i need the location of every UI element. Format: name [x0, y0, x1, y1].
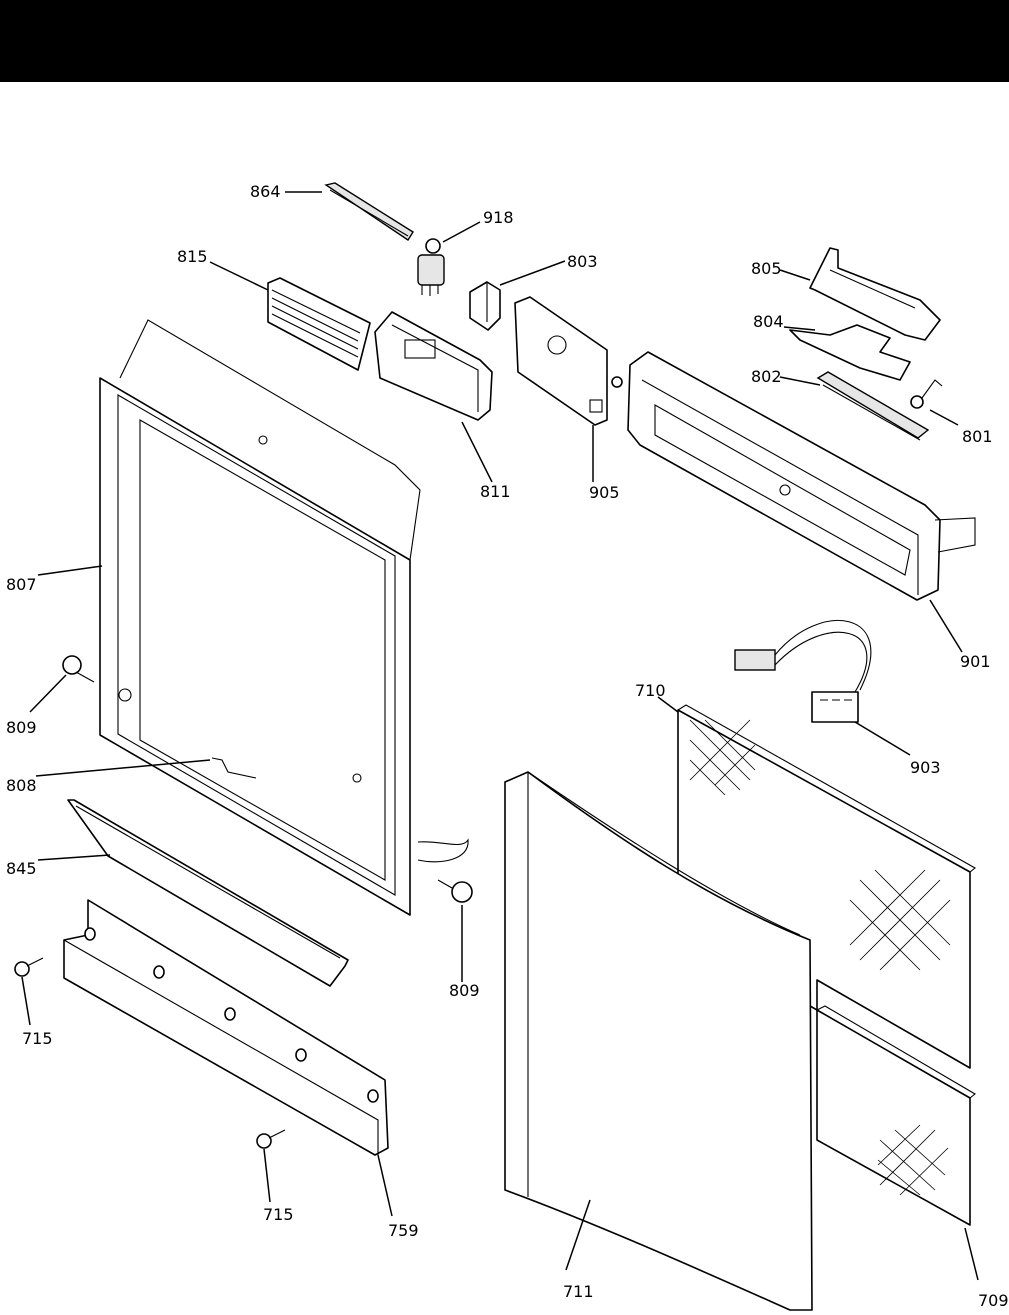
- callout-805: 805: [751, 259, 782, 278]
- callout-801: 801: [962, 427, 993, 446]
- part-811-housing: [374, 311, 493, 421]
- part-715-screw-left: [14, 957, 44, 977]
- part-715-screw-right: [256, 1129, 286, 1149]
- callout-715-left: 715: [22, 1029, 53, 1048]
- callout-905: 905: [589, 483, 620, 502]
- header-bar: [0, 0, 1009, 82]
- part-804-latch-plate: [789, 324, 911, 381]
- part-809-screw-left: [62, 655, 95, 683]
- callout-815: 815: [177, 247, 208, 266]
- part-809-screw-right: [437, 879, 473, 903]
- callout-759: 759: [388, 1221, 419, 1240]
- callout-802: 802: [751, 367, 782, 386]
- part-710-insulation-panel: [677, 704, 976, 1069]
- callout-808: 808: [6, 776, 37, 795]
- callout-811: 811: [480, 482, 511, 501]
- callout-803: 803: [567, 252, 598, 271]
- part-845-trim: [67, 799, 349, 987]
- part-864-trim-strip: [324, 182, 414, 241]
- callout-864: 864: [250, 182, 281, 201]
- part-901-control-console: [627, 351, 976, 601]
- part-759-toekick: [63, 899, 389, 1156]
- part-903-ribbon-cable: [734, 620, 872, 723]
- callout-809-left: 809: [6, 718, 37, 737]
- part-808-spring-clip: [211, 757, 257, 779]
- part-803-bracket: [469, 281, 501, 331]
- callout-807: 807: [6, 575, 37, 594]
- callout-903: 903: [910, 758, 941, 777]
- part-918-switch: [417, 238, 445, 296]
- callout-845: 845: [6, 859, 37, 878]
- callout-804: 804: [753, 312, 784, 331]
- callout-918: 918: [483, 208, 514, 227]
- part-709-insulation-panel: [816, 1005, 976, 1226]
- callout-709: 709: [978, 1291, 1009, 1310]
- callout-711: 711: [563, 1282, 594, 1301]
- callout-809-right: 809: [449, 981, 480, 1000]
- leader-lines: [21, 191, 979, 1281]
- callout-715-right: 715: [263, 1205, 294, 1224]
- callout-901: 901: [960, 652, 991, 671]
- part-815-vent-grille: [267, 277, 371, 371]
- part-711-outer-door: [504, 771, 813, 1311]
- part-807-door-frame: [99, 319, 469, 916]
- callout-labels: 864 918 815 803 805 804 802 801 811 905 …: [6, 182, 1009, 1310]
- part-805-bracket: [809, 247, 941, 341]
- part-802-rail: [816, 371, 930, 441]
- part-905-control-board: [514, 296, 623, 426]
- part-801-spring: [910, 379, 943, 409]
- callout-710: 710: [635, 681, 666, 700]
